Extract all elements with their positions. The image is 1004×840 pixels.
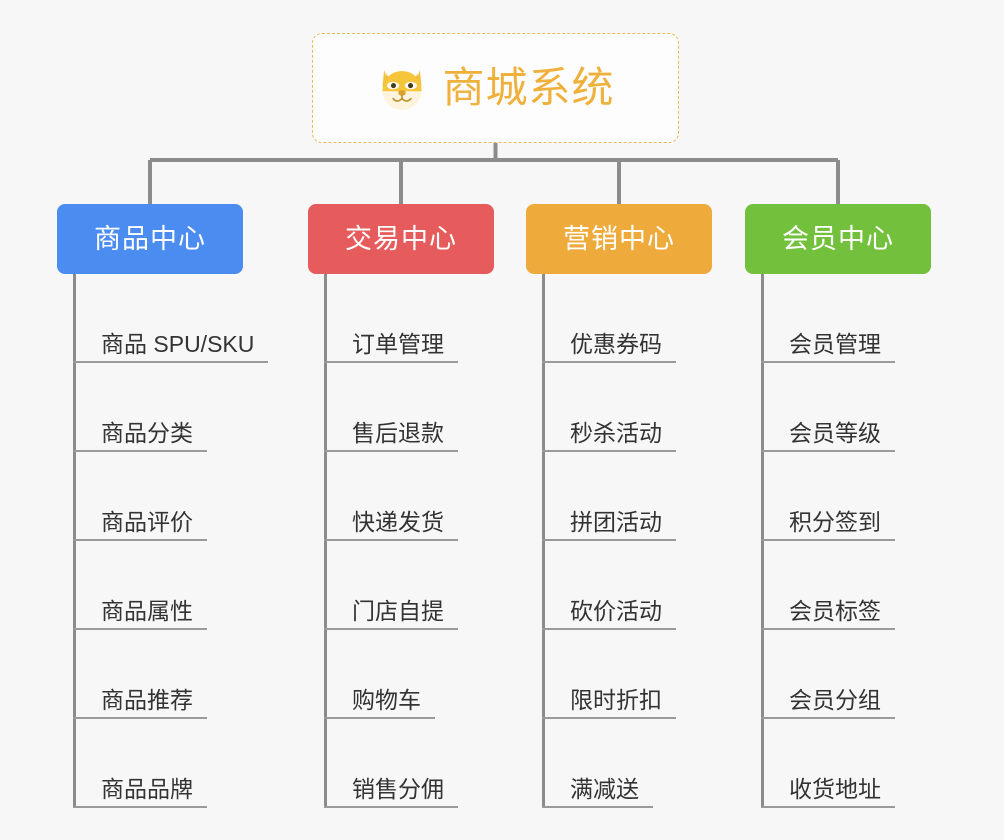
leaf-label: 会员等级 (789, 419, 881, 446)
leaf-item[interactable]: 砍价活动 (542, 541, 676, 630)
leaf-underline: 商品评价 (73, 508, 207, 541)
leaf-underline: 商品分类 (73, 419, 207, 452)
leaf-underline: 砍价活动 (542, 597, 676, 630)
leaf-underline: 订单管理 (324, 330, 458, 363)
leaf-label: 商品属性 (101, 597, 193, 624)
leaf-label: 会员管理 (789, 330, 881, 357)
category-label: 营销中心 (563, 223, 675, 254)
leaf-underline: 商品品牌 (73, 775, 207, 808)
leaf-label: 商品推荐 (101, 686, 193, 713)
leaf-label: 积分签到 (789, 508, 881, 535)
leaf-underline: 商品属性 (73, 597, 207, 630)
leaf-underline: 限时折扣 (542, 686, 676, 719)
leaf-item[interactable]: 优惠券码 (542, 274, 676, 363)
leaf-trunk (761, 274, 764, 808)
leaf-underline: 销售分佣 (324, 775, 458, 808)
leaf-label: 售后退款 (352, 419, 444, 446)
leaf-label: 购物车 (352, 686, 421, 713)
leaf-item[interactable]: 收货地址 (761, 719, 895, 808)
leaf-label: 商品评价 (101, 508, 193, 535)
category-label: 交易中心 (345, 223, 457, 254)
leaf-underline: 积分签到 (761, 508, 895, 541)
leaf-label: 商品品牌 (101, 775, 193, 802)
leaf-underline: 会员管理 (761, 330, 895, 363)
leaf-label: 收货地址 (789, 775, 881, 802)
leaf-item[interactable]: 商品品牌 (73, 719, 207, 808)
leaf-label: 门店自提 (352, 597, 444, 624)
category-box-2[interactable]: 交易中心 (308, 204, 494, 274)
leaf-label: 限时折扣 (570, 686, 662, 713)
leaf-label: 满减送 (570, 775, 639, 802)
leaf-underline: 会员等级 (761, 419, 895, 452)
leaf-trunk (542, 274, 545, 808)
leaf-item[interactable]: 购物车 (324, 630, 435, 719)
leaf-item[interactable]: 会员管理 (761, 274, 895, 363)
leaf-underline: 商品 SPU/SKU (73, 330, 269, 363)
leaf-trunk (73, 274, 76, 808)
leaf-item[interactable]: 销售分佣 (324, 719, 458, 808)
leaf-underline: 收货地址 (761, 775, 895, 808)
leaf-item[interactable]: 会员分组 (761, 630, 895, 719)
leaf-underline: 会员标签 (761, 597, 895, 630)
leaf-item[interactable]: 满减送 (542, 719, 653, 808)
leaf-label: 会员标签 (789, 597, 881, 624)
root-node[interactable]: 商城系统 (312, 33, 679, 143)
leaf-label: 拼团活动 (570, 508, 662, 535)
leaf-item[interactable]: 商品属性 (73, 541, 207, 630)
category-box-4[interactable]: 会员中心 (745, 204, 931, 274)
root-title: 商城系统 (442, 64, 615, 111)
leaf-item[interactable]: 商品 SPU/SKU (73, 274, 269, 363)
leaf-underline: 优惠券码 (542, 330, 676, 363)
leaf-label: 商品 SPU/SKU (101, 330, 255, 357)
leaf-item[interactable]: 门店自提 (324, 541, 458, 630)
shiba-dog-face-icon (382, 70, 422, 110)
category-box-1[interactable]: 商品中心 (57, 204, 243, 274)
leaf-label: 商品分类 (101, 419, 193, 446)
leaf-trunk (324, 274, 327, 808)
leaf-item[interactable]: 限时折扣 (542, 630, 676, 719)
leaf-underline: 满减送 (542, 775, 653, 808)
leaf-item[interactable]: 订单管理 (324, 274, 458, 363)
leaf-item[interactable]: 售后退款 (324, 363, 458, 452)
leaf-underline: 拼团活动 (542, 508, 676, 541)
leaf-underline: 会员分组 (761, 686, 895, 719)
leaf-item[interactable]: 商品推荐 (73, 630, 207, 719)
leaf-label: 砍价活动 (570, 597, 662, 624)
root-node-content: 商城系统 (376, 62, 614, 114)
leaf-underline: 秒杀活动 (542, 419, 676, 452)
category-label: 商品中心 (94, 223, 206, 254)
leaf-label: 销售分佣 (352, 775, 444, 802)
leaf-underline: 门店自提 (324, 597, 458, 630)
leaf-underline: 售后退款 (324, 419, 458, 452)
leaf-underline: 快递发货 (324, 508, 458, 541)
leaf-item[interactable]: 拼团活动 (542, 452, 676, 541)
leaf-item[interactable]: 会员等级 (761, 363, 895, 452)
leaf-label: 订单管理 (352, 330, 444, 357)
leaf-label: 优惠券码 (570, 330, 662, 357)
leaf-item[interactable]: 秒杀活动 (542, 363, 676, 452)
leaf-item[interactable]: 积分签到 (761, 452, 895, 541)
leaf-label: 秒杀活动 (570, 419, 662, 446)
leaf-label: 快递发货 (352, 508, 444, 535)
leaf-item[interactable]: 商品评价 (73, 452, 207, 541)
leaf-label: 会员分组 (789, 686, 881, 713)
leaf-item[interactable]: 会员标签 (761, 541, 895, 630)
leaf-item[interactable]: 快递发货 (324, 452, 458, 541)
leaf-underline: 商品推荐 (73, 686, 207, 719)
leaf-item[interactable]: 商品分类 (73, 363, 207, 452)
category-box-3[interactable]: 营销中心 (526, 204, 712, 274)
leaf-underline: 购物车 (324, 686, 435, 719)
category-label: 会员中心 (782, 223, 894, 254)
